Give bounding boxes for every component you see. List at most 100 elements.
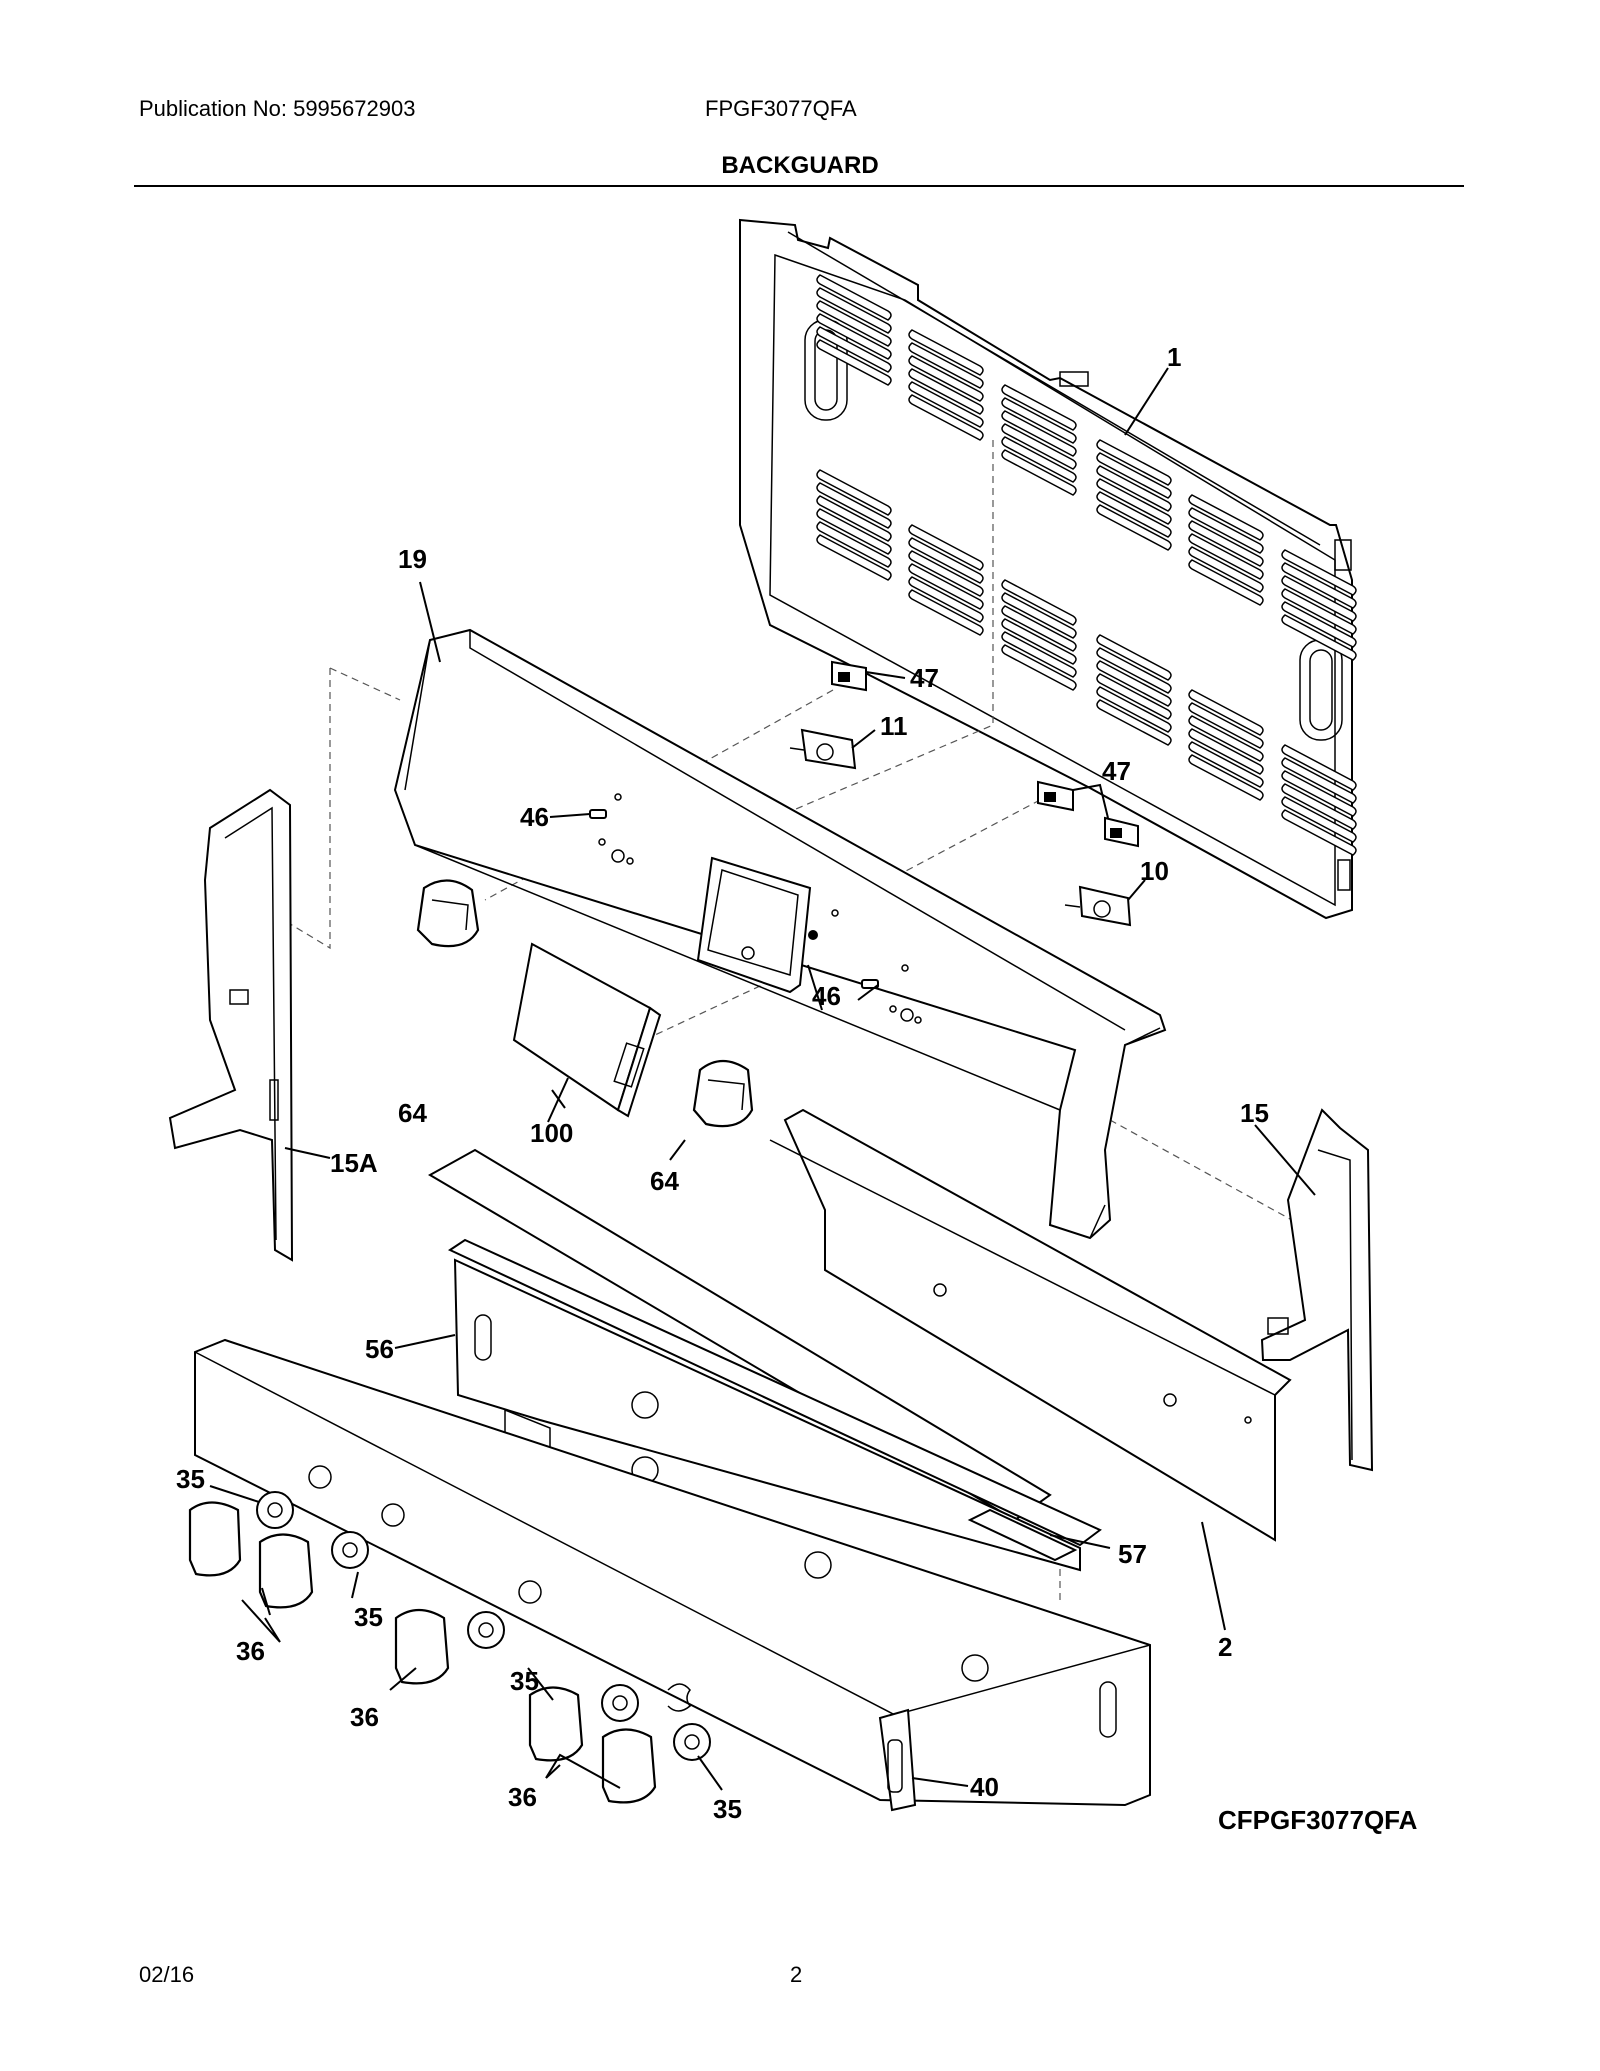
callout-35: 35: [713, 1794, 742, 1824]
publication-number: Publication No: 5995672903: [139, 96, 416, 121]
louver-slot: [908, 368, 984, 415]
part-11-igniter-switch: [789, 728, 857, 770]
louver-slot: [1001, 631, 1077, 678]
callout-2: 2: [1218, 1632, 1232, 1662]
louver-slot: [1001, 592, 1077, 639]
louver-slot: [1281, 744, 1357, 791]
callout-64: 64: [398, 1098, 427, 1128]
callout-11: 11: [880, 711, 908, 741]
louver-slot: [816, 274, 892, 321]
louver-slot: [908, 329, 984, 376]
callout-15: 15: [1240, 1098, 1269, 1128]
louver-slot: [816, 482, 892, 529]
leader-lines: [209, 367, 1316, 1791]
part-1-rear-panel: [739, 218, 1357, 920]
part-36-knobs: [188, 1501, 657, 1804]
louver-slot: [1188, 559, 1264, 606]
louver-slot: [908, 394, 984, 441]
callout-36: 36: [236, 1636, 265, 1666]
louver-slot: [1281, 796, 1357, 843]
callout-64: 64: [650, 1166, 679, 1196]
louver-slot: [908, 524, 984, 571]
louver-slot: [1188, 702, 1264, 749]
louver-slot: [1001, 449, 1077, 496]
louver-slot: [1188, 754, 1264, 801]
callout-57: 57: [1118, 1539, 1147, 1569]
louver-slot: [816, 534, 892, 581]
louver-slot: [1281, 757, 1357, 804]
part-19-control-panel: [393, 628, 1167, 1240]
louver-slot: [816, 469, 892, 516]
louver-vents: [816, 274, 1357, 856]
louver-slot: [1096, 465, 1172, 512]
callout-35: 35: [176, 1464, 205, 1494]
louver-slot: [816, 521, 892, 568]
louver-slot: [1188, 689, 1264, 736]
louver-slot: [1096, 660, 1172, 707]
louver-slot: [1281, 549, 1357, 596]
louver-slot: [1281, 575, 1357, 622]
louver-slot: [1096, 478, 1172, 525]
louver-slot: [1096, 491, 1172, 538]
louver-slot: [1001, 384, 1077, 431]
louver-slot: [1188, 715, 1264, 762]
louver-slot: [816, 313, 892, 360]
diagram-code: CFPGF3077QFA: [1218, 1805, 1418, 1835]
louver-slot: [1096, 647, 1172, 694]
louver-slot: [816, 508, 892, 555]
louver-slot: [1188, 741, 1264, 788]
louver-slot: [908, 589, 984, 636]
louver-slot: [816, 287, 892, 334]
louver-slot: [1001, 579, 1077, 626]
louver-slot: [816, 495, 892, 542]
louver-slot: [1001, 436, 1077, 483]
louver-slot: [908, 381, 984, 428]
model-number: FPGF3077QFA: [705, 96, 857, 121]
louver-slot: [1188, 728, 1264, 775]
louver-slot: [908, 550, 984, 597]
louver-slot: [816, 339, 892, 386]
part-47-switch-upper: [831, 660, 867, 692]
callout-40: 40: [970, 1772, 999, 1802]
part-56-mounting-bracket: [427, 1148, 1102, 1572]
part-64-knob-upper: [416, 879, 480, 948]
louver-slot: [1096, 686, 1172, 733]
callout-labels: 1 19 47 11 47 46 10 46 64 100 15 15A 64 …: [176, 342, 1269, 1824]
callout-46: 46: [520, 802, 549, 832]
part-15-right-bracket: [1260, 1108, 1374, 1472]
louver-slot: [1096, 452, 1172, 499]
callout-15a: 15A: [330, 1148, 378, 1178]
callout-35: 35: [510, 1666, 539, 1696]
callout-100: 100: [530, 1118, 573, 1148]
louver-slot: [1281, 809, 1357, 856]
callout-56: 56: [365, 1334, 394, 1364]
part-40-manifold-panel: [194, 1338, 1151, 1812]
part-2-rear-shield: [769, 1108, 1292, 1542]
part-64-knob-lower: [692, 1059, 754, 1128]
header-rule: [134, 185, 1464, 187]
louver-slot: [1281, 783, 1357, 830]
louver-slot: [1001, 605, 1077, 652]
louver-slot: [816, 326, 892, 373]
louver-slot: [1281, 614, 1357, 661]
callout-47: 47: [1102, 756, 1131, 786]
callout-46: 46: [812, 981, 841, 1011]
page-number: 2: [790, 1962, 803, 1987]
part-47-switch-right-a: [1037, 780, 1074, 812]
louver-slot: [908, 576, 984, 623]
footer-date: 02/16: [139, 1962, 195, 1987]
louver-slot: [1281, 588, 1357, 635]
louver-slot: [1096, 673, 1172, 720]
callout-36: 36: [508, 1782, 537, 1812]
part-46-screw-upper: [589, 809, 607, 819]
callout-47: 47: [910, 663, 939, 693]
louver-slot: [1096, 504, 1172, 551]
louver-slot: [1001, 397, 1077, 444]
louver-slot: [1001, 423, 1077, 470]
louver-slot: [1188, 546, 1264, 593]
louver-slot: [1188, 494, 1264, 541]
louver-slot: [1096, 699, 1172, 746]
page-title: BACKGUARD: [721, 152, 879, 179]
louver-slot: [1188, 520, 1264, 567]
part-15a-left-bracket: [168, 788, 294, 1262]
